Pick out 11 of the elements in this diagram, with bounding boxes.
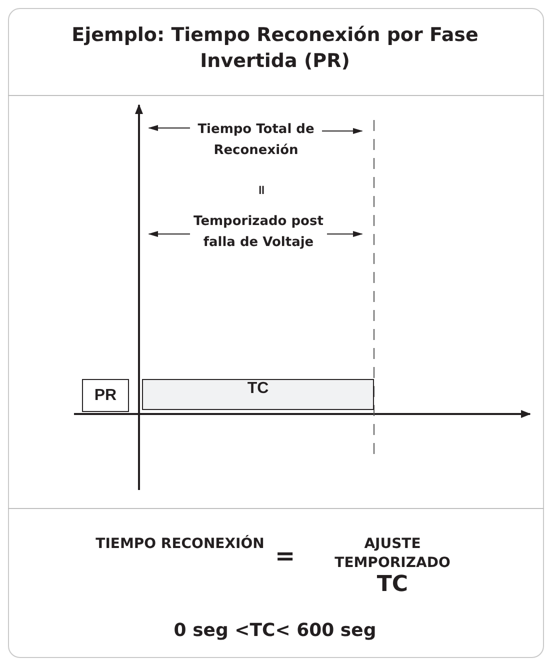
equals-sign: = [252, 184, 269, 198]
formula-term: TC [376, 572, 410, 598]
formula-term: TIEMPO RECONEXIÓN [95, 535, 265, 554]
timing-bar: TC [142, 379, 374, 410]
formula-term: AJUSTE TEMPORIZADO [334, 535, 452, 573]
range-condition: 0 seg <TC< 600 seg [172, 619, 378, 643]
annotation-text: Temporizado post falla de Voltaje [192, 213, 324, 252]
signal-label-box: PR [82, 379, 129, 412]
annotation-text: Tiempo Total de Reconexión [196, 121, 316, 160]
diagram-title: Ejemplo: Tiempo Reconexión por Fase Invertida (PR) [70, 23, 480, 74]
equals-sign: = [274, 544, 296, 568]
